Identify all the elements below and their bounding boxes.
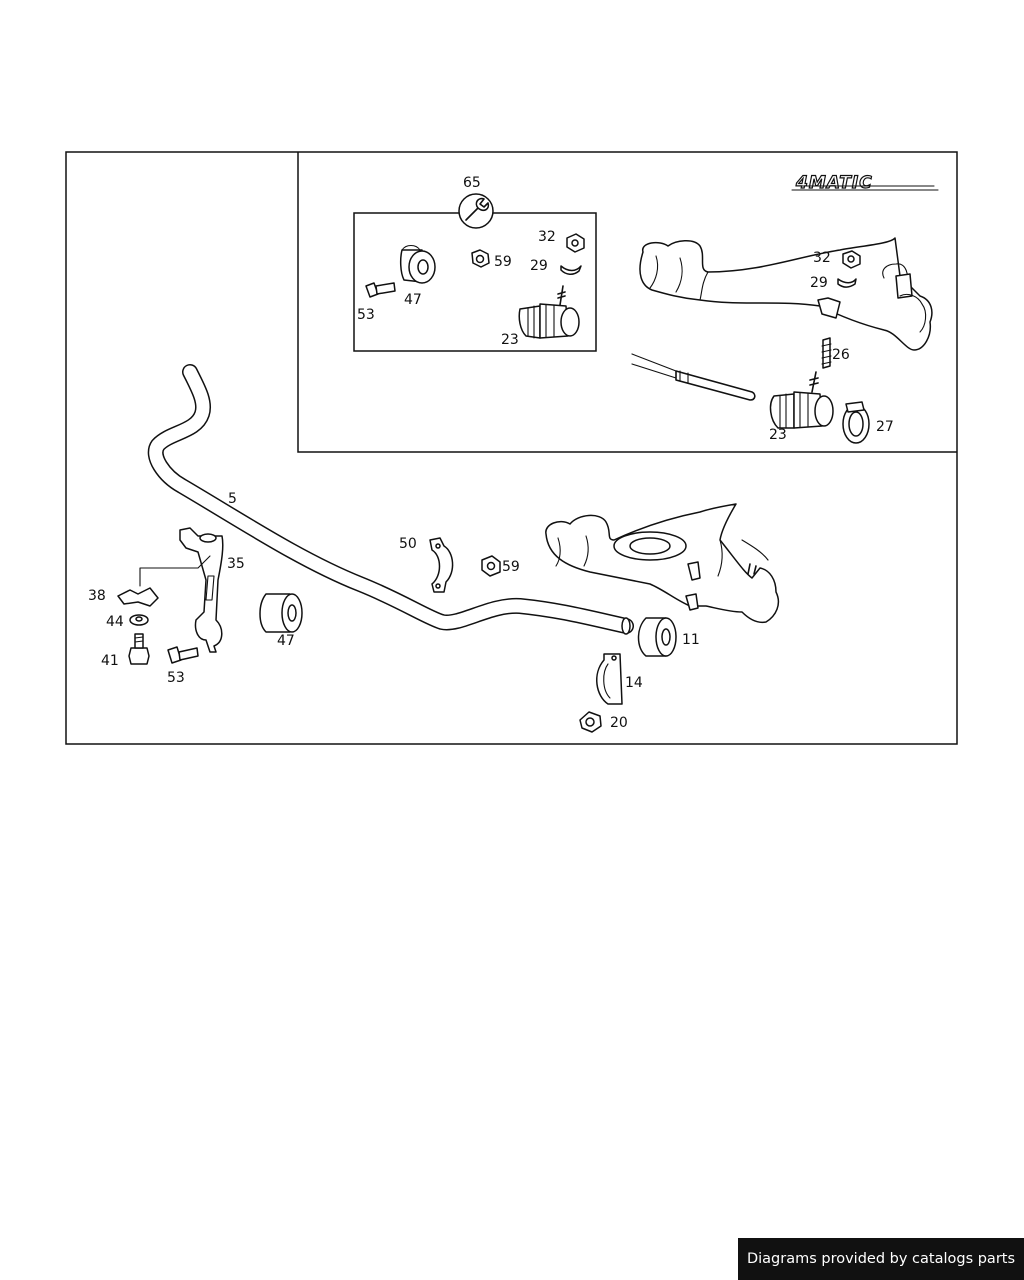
callout-59-kit: 59 — [494, 254, 512, 270]
callout-14: 14 — [625, 675, 643, 691]
4matic-logo: 4MATIC — [791, 172, 939, 194]
callout-32-inset: 32 — [813, 250, 831, 266]
callout-23-kit: 23 — [501, 332, 519, 348]
footer-credit: Diagrams provided by catalogs parts — [738, 1238, 1024, 1280]
tie-rod-inset — [631, 353, 756, 401]
inset-frame — [297, 152, 957, 453]
nut-32-kit — [566, 233, 585, 253]
callout-38: 38 — [88, 588, 106, 604]
plate-38 — [117, 587, 159, 607]
control-arm-inset — [639, 237, 933, 351]
callout-50: 50 — [399, 536, 417, 552]
callout-44: 44 — [106, 614, 124, 630]
nut-59 — [481, 555, 501, 577]
callout-11: 11 — [682, 632, 700, 648]
callout-41: 41 — [101, 653, 119, 669]
callout-27: 27 — [876, 419, 894, 435]
callout-26: 26 — [832, 347, 850, 363]
stabilizer-bar — [147, 364, 634, 634]
callout-47-kit: 47 — [404, 292, 422, 308]
logo-text: 4MATIC — [795, 173, 873, 193]
bushing-47 — [259, 593, 303, 633]
leader-line-38 — [139, 555, 211, 587]
bolt-53-kit — [365, 282, 396, 298]
wrench-icon — [458, 193, 494, 229]
bolt-41 — [128, 633, 150, 665]
washer-29-kit — [560, 265, 582, 275]
outer-frame — [65, 151, 958, 745]
callout-5: 5 — [228, 491, 237, 507]
stud-26 — [821, 337, 832, 369]
callout-53-kit: 53 — [357, 307, 375, 323]
bolt-53 — [167, 646, 199, 664]
clamp-14 — [596, 653, 623, 705]
callout-29-inset: 29 — [810, 275, 828, 291]
callout-29-kit: 29 — [530, 258, 548, 274]
clamp-27 — [842, 401, 870, 444]
callout-47: 47 — [277, 633, 295, 649]
callout-20: 20 — [610, 715, 628, 731]
callout-32-kit: 32 — [538, 229, 556, 245]
ball-joint-23-kit — [518, 285, 580, 339]
nut-32-inset — [842, 250, 861, 269]
stabilizer-bar-end — [621, 617, 631, 635]
callout-59: 59 — [502, 559, 520, 575]
bracket-35 — [179, 527, 224, 653]
nut-20 — [579, 711, 602, 733]
callout-labels: 65 32 59 29 47 53 23 32 29 26 23 27 5 35… — [88, 175, 894, 731]
clamp-50 — [429, 537, 454, 593]
bushing-47-kit — [399, 244, 436, 284]
callout-65: 65 — [463, 175, 481, 191]
ball-joint-23-inset — [769, 371, 834, 429]
nut-59-kit — [471, 249, 490, 268]
bushing-11 — [637, 617, 677, 657]
washer-44 — [129, 614, 149, 626]
callout-35: 35 — [227, 556, 245, 572]
callout-23-inset: 23 — [769, 427, 787, 443]
callout-53: 53 — [167, 670, 185, 686]
washer-29-inset — [837, 278, 857, 288]
control-arm-main — [545, 503, 780, 624]
